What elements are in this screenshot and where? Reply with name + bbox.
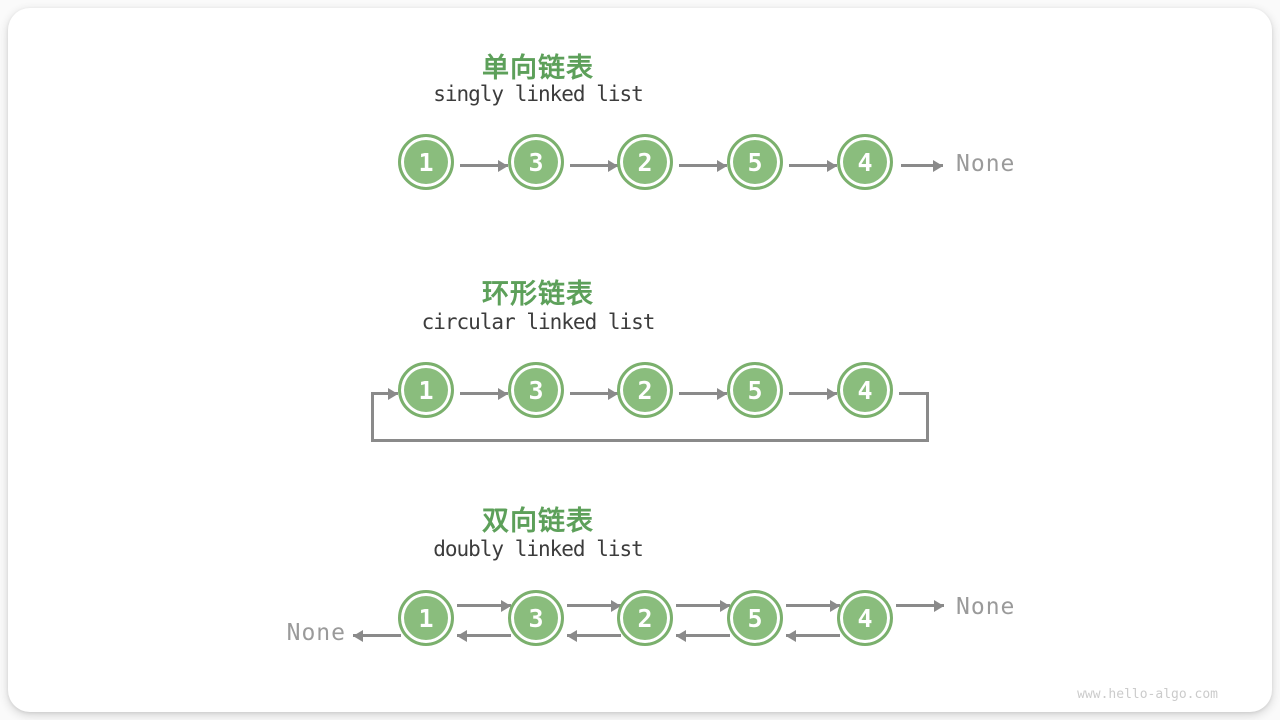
node: 3 xyxy=(508,134,564,190)
next-arrow-icon xyxy=(789,392,837,395)
null-terminal-label: None xyxy=(286,620,346,646)
node: 3 xyxy=(508,590,564,646)
next-arrow-icon xyxy=(676,604,730,607)
next-arrow-icon xyxy=(570,392,618,395)
watermark: www.hello-algo.com xyxy=(1077,687,1218,702)
loop-entry-arrow-icon xyxy=(371,392,398,395)
node: 4 xyxy=(837,590,893,646)
next-arrow-icon xyxy=(567,604,621,607)
null-terminal-label: None xyxy=(956,151,1016,177)
section-subtitle-singly: singly linked list xyxy=(433,82,644,106)
next-arrow-icon xyxy=(896,604,944,607)
node: 3 xyxy=(508,362,564,418)
prev-arrow-icon xyxy=(676,634,730,637)
node: 2 xyxy=(617,134,673,190)
loop-back-edge xyxy=(371,393,929,442)
next-arrow-icon xyxy=(901,164,943,167)
section-subtitle-doubly: doubly linked list xyxy=(433,537,644,561)
next-arrow-icon xyxy=(679,164,727,167)
next-arrow-icon xyxy=(570,164,618,167)
loop-exit-line xyxy=(899,392,929,395)
section-title-doubly: 双向链表 xyxy=(482,506,594,537)
node: 5 xyxy=(727,590,783,646)
diagram-card: 单向链表 singly linked list 1 3 2 5 4 None 环… xyxy=(8,8,1272,712)
next-arrow-icon xyxy=(460,392,508,395)
node: 1 xyxy=(398,362,454,418)
node: 1 xyxy=(398,134,454,190)
next-arrow-icon xyxy=(460,164,508,167)
null-terminal-label: None xyxy=(956,594,1016,620)
prev-arrow-icon xyxy=(457,634,511,637)
node: 4 xyxy=(837,134,893,190)
prev-arrow-icon xyxy=(786,634,840,637)
next-arrow-icon xyxy=(789,164,837,167)
prev-arrow-icon xyxy=(567,634,621,637)
node: 2 xyxy=(617,590,673,646)
node: 1 xyxy=(398,590,454,646)
section-title-singly: 单向链表 xyxy=(482,53,594,84)
next-arrow-icon xyxy=(786,604,840,607)
next-arrow-icon xyxy=(457,604,511,607)
section-title-circular: 环形链表 xyxy=(482,279,594,310)
section-subtitle-circular: circular linked list xyxy=(421,310,656,334)
node: 5 xyxy=(727,362,783,418)
node: 2 xyxy=(617,362,673,418)
next-arrow-icon xyxy=(679,392,727,395)
node: 4 xyxy=(837,362,893,418)
prev-arrow-icon xyxy=(353,634,401,637)
node: 5 xyxy=(727,134,783,190)
